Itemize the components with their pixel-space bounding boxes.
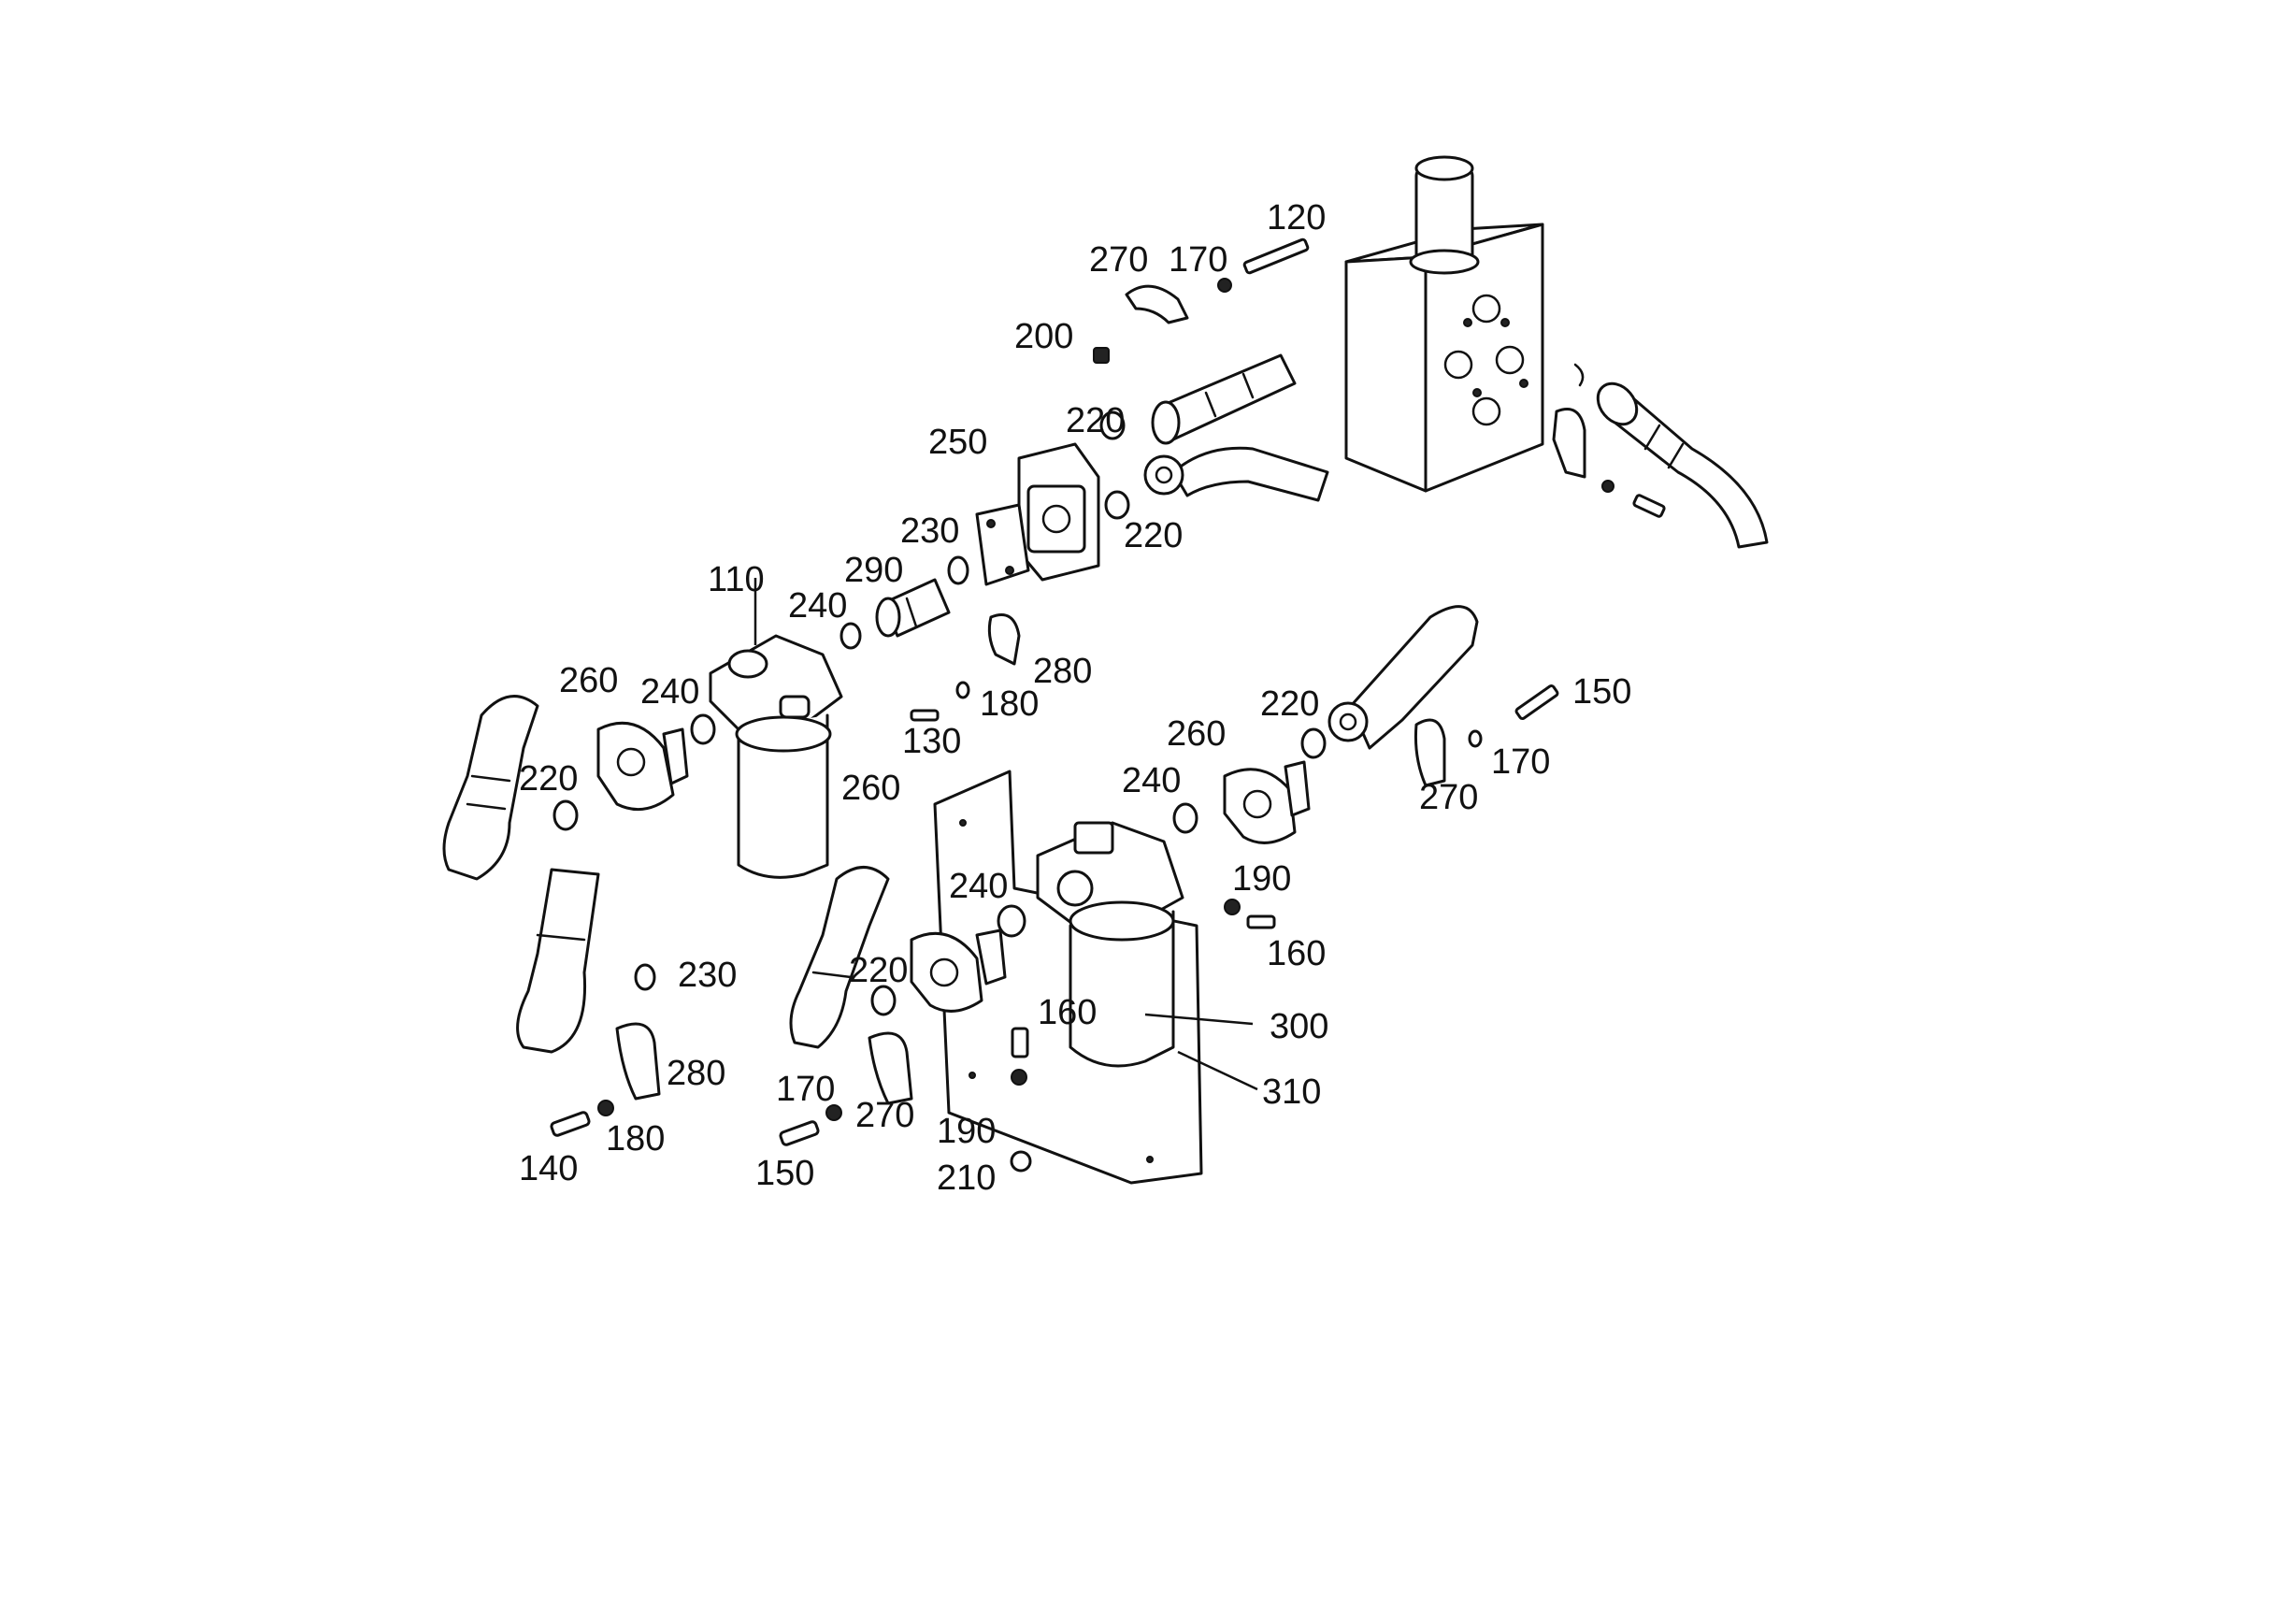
callout-160-right: 160 xyxy=(1267,934,1326,973)
callout-280-bottom: 280 xyxy=(667,1054,725,1093)
bolt-160-right xyxy=(1246,914,1276,929)
hose-right-center xyxy=(1327,605,1479,750)
bracket-310 xyxy=(933,770,1203,1185)
seal-ring-220-top xyxy=(1099,410,1126,440)
callout-230-top: 230 xyxy=(900,511,959,551)
filter-head-center xyxy=(1036,821,1184,928)
callout-140: 140 xyxy=(519,1149,578,1188)
seal-ring-220-left xyxy=(552,799,579,831)
callout-220-left: 220 xyxy=(519,759,578,799)
callout-240-right: 240 xyxy=(1122,761,1181,800)
callout-220-bottom: 220 xyxy=(849,951,908,990)
callout-190-right: 190 xyxy=(1232,859,1291,899)
fitting-290 xyxy=(875,578,951,638)
nut-210 xyxy=(1010,1150,1032,1173)
callout-300: 300 xyxy=(1270,1007,1328,1046)
right-bolt xyxy=(1601,480,1666,518)
callout-200: 200 xyxy=(1014,317,1073,356)
bolt-130 xyxy=(910,709,940,722)
bolt-140 xyxy=(550,1111,591,1137)
upper-hose-a xyxy=(1151,353,1297,445)
top-bolt-120 xyxy=(1242,237,1310,275)
callout-240-center: 240 xyxy=(949,867,1008,906)
seal-ring-220-right xyxy=(1300,727,1327,759)
callout-180-bottom: 180 xyxy=(606,1119,665,1159)
seal-ring-240-center xyxy=(997,904,1026,938)
callout-220-mid: 220 xyxy=(1124,516,1183,555)
upper-hose-b xyxy=(1143,446,1329,502)
right-clamp xyxy=(1552,363,1586,479)
washer-180-bottom xyxy=(597,1100,614,1116)
callout-290: 290 xyxy=(844,551,903,590)
hose-left-lower xyxy=(516,868,600,1054)
seal-ring-230-bottom xyxy=(634,963,656,991)
flange-260-right xyxy=(1223,760,1311,844)
callout-170-top: 170 xyxy=(1169,240,1227,280)
callout-250: 250 xyxy=(928,423,987,462)
bolt-150-bottom xyxy=(779,1120,820,1146)
callout-150-right: 150 xyxy=(1572,672,1631,712)
callout-170-right: 170 xyxy=(1491,742,1550,782)
washer-180-mid xyxy=(955,681,970,699)
callout-220-right: 220 xyxy=(1260,684,1319,724)
washer-190-right xyxy=(1224,899,1241,915)
filter-head-left xyxy=(709,578,843,731)
washer-190-bottom xyxy=(1011,1069,1027,1086)
seal-ring-240-right xyxy=(1172,802,1198,834)
callout-150-bottom: 150 xyxy=(755,1154,814,1193)
bolt-160-center xyxy=(1011,1027,1029,1058)
seal-ring-220-mid xyxy=(1104,490,1130,520)
callout-170-bottom: 170 xyxy=(776,1070,835,1109)
callout-280-top: 280 xyxy=(1033,652,1092,691)
callout-270-bottom: 270 xyxy=(855,1096,914,1135)
valve-block-cap xyxy=(1409,155,1480,275)
clamp-270-right xyxy=(1413,718,1446,787)
clamp-270-bottom xyxy=(868,1031,913,1105)
hose-center xyxy=(789,866,890,1049)
seal-ring-220-bottom xyxy=(870,985,897,1016)
right-hose xyxy=(1596,381,1769,549)
callout-240-left: 240 xyxy=(640,672,699,712)
callout-110: 110 xyxy=(708,560,765,599)
callout-260-left: 260 xyxy=(559,661,618,700)
bolt-150-right xyxy=(1514,684,1559,721)
callout-labels: 110 120 130 140 150 150 160 160 170 170 … xyxy=(519,198,1631,1198)
callout-240-top: 240 xyxy=(788,586,847,626)
callout-220-top: 220 xyxy=(1066,401,1125,440)
callout-260-right: 260 xyxy=(1167,714,1226,754)
callout-190-bottom: 190 xyxy=(937,1112,996,1151)
clamp-280-top xyxy=(987,613,1021,666)
callout-270-top: 270 xyxy=(1089,240,1148,280)
washer-170-bottom xyxy=(825,1104,842,1121)
callout-160-center: 160 xyxy=(1038,993,1097,1032)
callout-130: 130 xyxy=(902,722,961,761)
callout-210: 210 xyxy=(937,1159,996,1198)
filter-bowl-left xyxy=(735,713,832,879)
filter-bowl-300 xyxy=(1069,900,1175,1068)
callout-180-mid: 180 xyxy=(980,684,1039,724)
callout-310: 310 xyxy=(1262,1072,1321,1112)
flange-260-left xyxy=(596,721,689,812)
nut-200 xyxy=(1093,347,1110,364)
adapter-plate-250 xyxy=(975,442,1100,586)
callout-270-right: 270 xyxy=(1419,778,1478,817)
callout-230-bottom: 230 xyxy=(678,956,737,995)
seal-ring-230-top xyxy=(947,555,969,585)
seal-ring-240-top xyxy=(839,622,862,650)
callout-120: 120 xyxy=(1267,198,1326,237)
valve-block xyxy=(1344,223,1544,493)
washer-170-right xyxy=(1468,729,1483,748)
flange-center xyxy=(910,928,1007,1013)
top-washer-170 xyxy=(1217,278,1232,293)
top-clamp-270 xyxy=(1125,284,1189,324)
seal-ring-240-left xyxy=(690,713,716,745)
hose-left-upper xyxy=(442,695,539,881)
clamp-280-bottom xyxy=(615,1022,661,1101)
callout-260-filter: 260 xyxy=(841,769,900,808)
